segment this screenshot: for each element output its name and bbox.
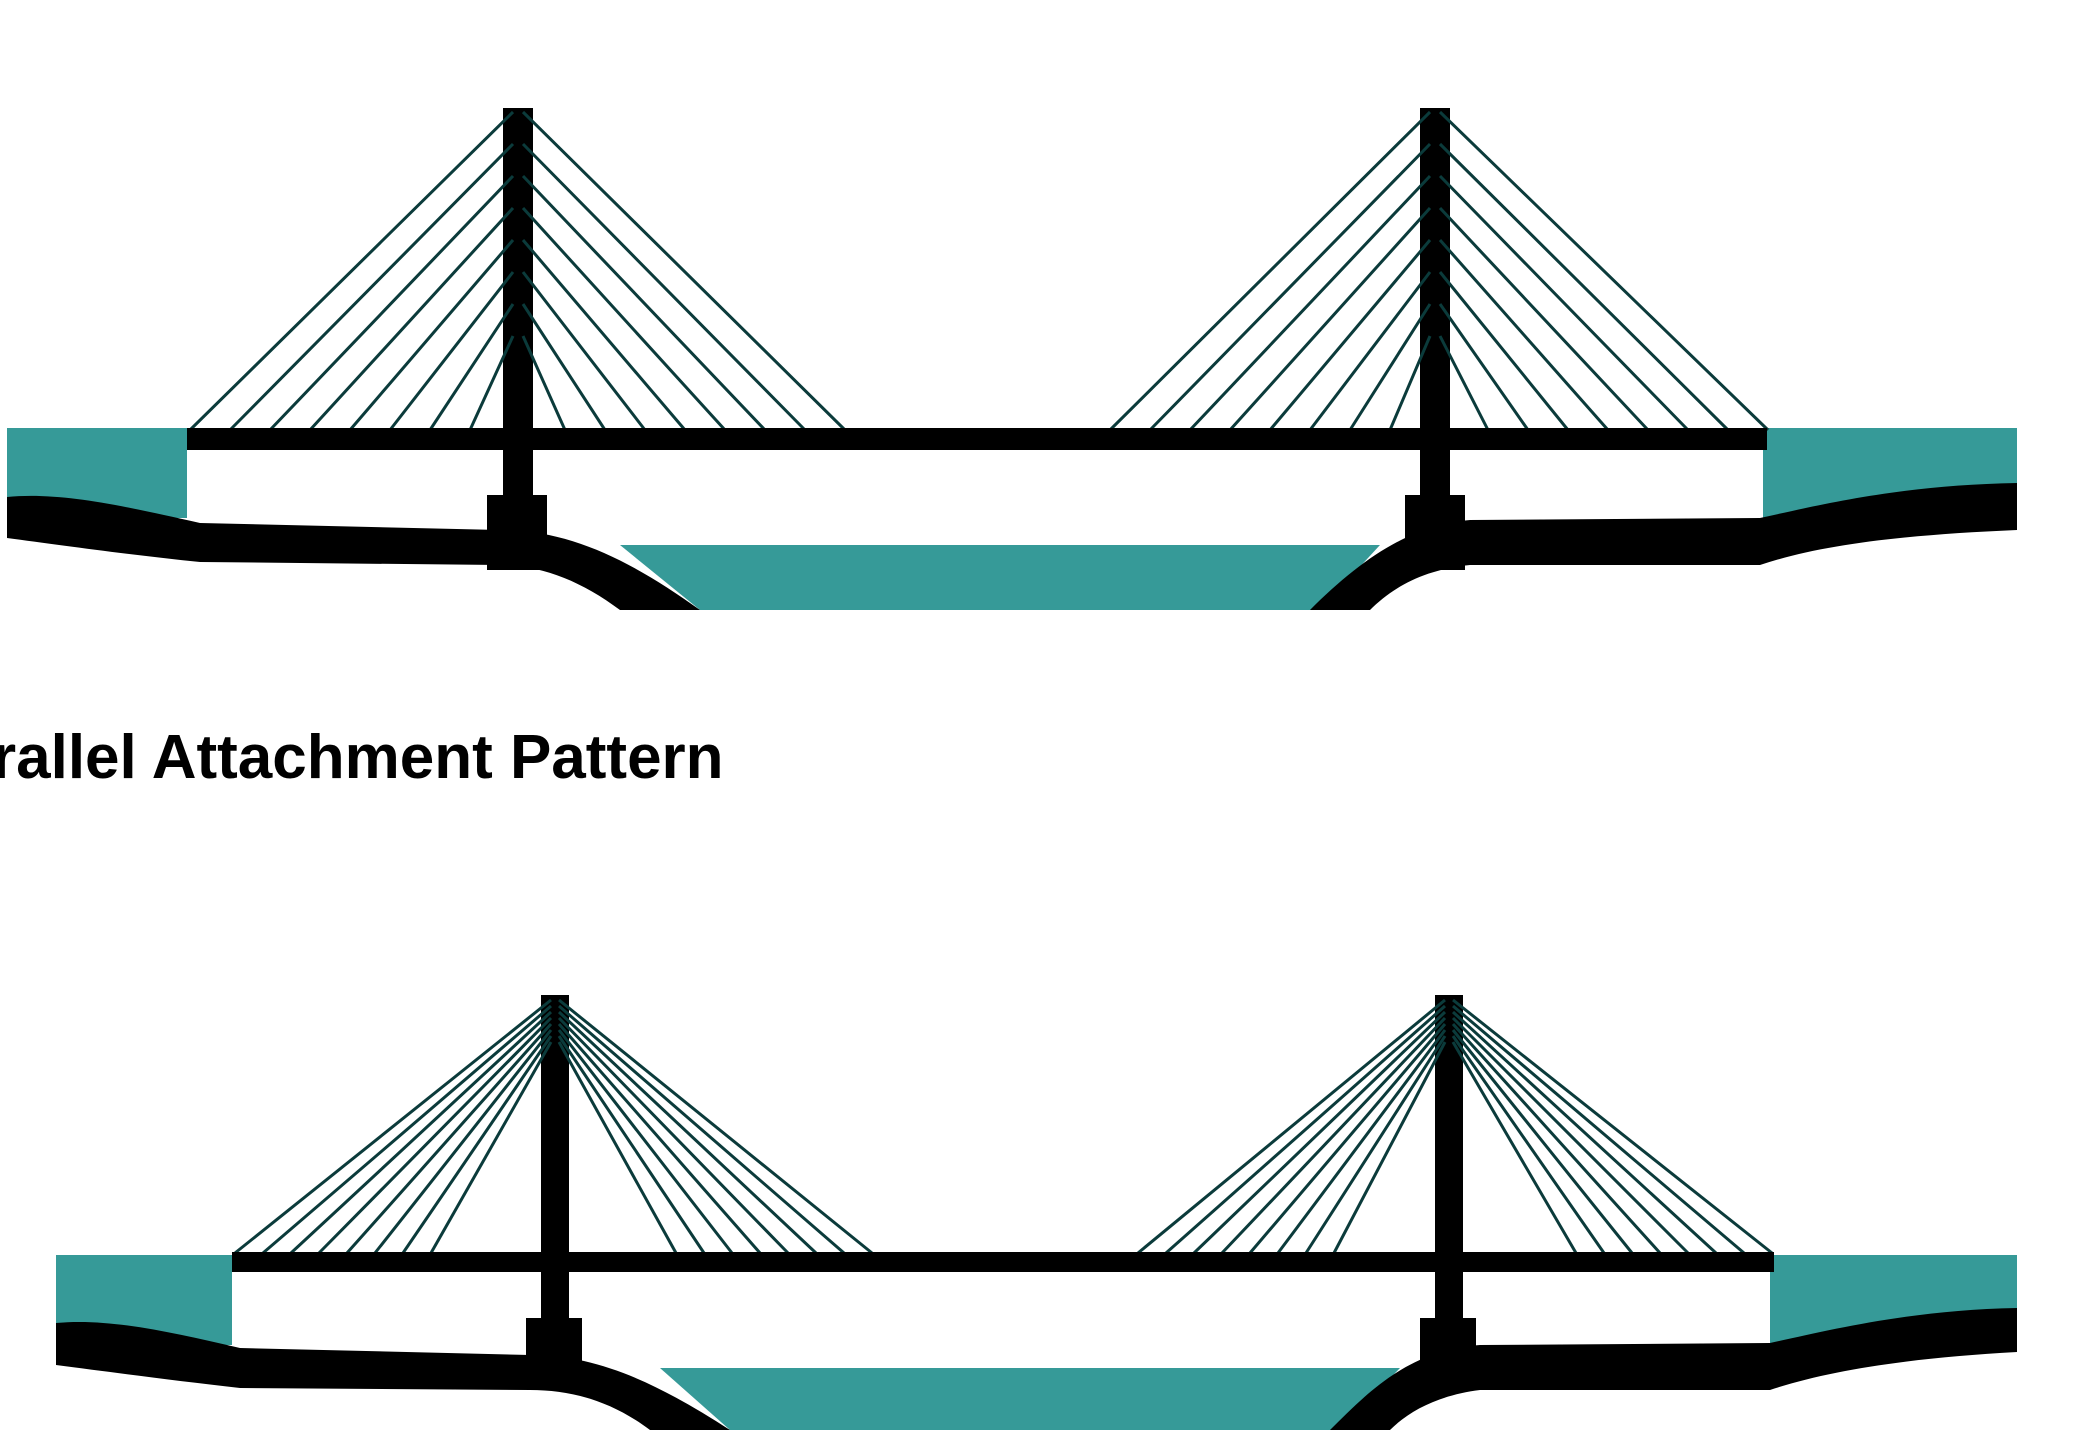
cables-top — [188, 110, 1770, 432]
water-river — [620, 545, 1380, 610]
water-left-bank — [7, 428, 187, 518]
ground-left — [7, 495, 700, 610]
cable-top-1-right-7 — [1438, 335, 1490, 431]
ground-right-bottom — [1330, 1308, 2017, 1430]
cable-bottom-1-left-5 — [1276, 1029, 1447, 1254]
cable-top-0-right-1 — [521, 142, 807, 432]
cable-top-1-right-0 — [1438, 110, 1770, 432]
cable-top-0-right-2 — [521, 174, 767, 432]
cable-bottom-0-left-3 — [317, 1016, 553, 1255]
cable-top-1-left-7 — [1388, 335, 1432, 431]
cable-bottom-0-left-7 — [429, 1041, 553, 1254]
cable-bottom-0-right-3 — [557, 1016, 790, 1255]
cable-bottom-1-right-5 — [1451, 1029, 1634, 1254]
cable-top-0-right-7 — [521, 335, 567, 431]
cable-top-1-right-2 — [1438, 174, 1690, 432]
cable-bottom-1-right-6 — [1451, 1035, 1606, 1254]
cable-bottom-0-left-4 — [345, 1023, 553, 1254]
cable-bottom-1-left-6 — [1304, 1035, 1447, 1254]
cable-bottom-0-right-5 — [557, 1029, 734, 1254]
cable-top-0-left-1 — [228, 142, 515, 432]
cable-bottom-1-right-1 — [1452, 1004, 1745, 1255]
cable-bottom-1-right-0 — [1452, 998, 1773, 1255]
cable-bottom-0-right-0 — [558, 998, 873, 1255]
water-river-bottom — [660, 1368, 1400, 1430]
tower-left — [503, 108, 533, 528]
cable-top-0-right-0 — [521, 110, 847, 432]
cable-top-0-left-4 — [348, 239, 515, 431]
cable-bottom-0-right-4 — [557, 1023, 762, 1254]
cable-bottom-0-right-6 — [557, 1035, 706, 1254]
cable-bottom-1-right-4 — [1451, 1022, 1662, 1255]
cable-top-0-right-5 — [521, 271, 647, 431]
cable-bottom-0-left-6 — [401, 1035, 553, 1254]
bridge-bottom — [56, 995, 2017, 1430]
ground-right — [1310, 483, 2017, 610]
ground-left-bottom — [56, 1321, 730, 1430]
deck-bottom — [232, 1252, 1774, 1272]
cable-top-1-left-3 — [1228, 206, 1432, 432]
cable-top-1-left-4 — [1268, 239, 1432, 431]
cable-top-0-left-6 — [428, 303, 515, 431]
cable-top-1-left-0 — [1108, 110, 1432, 432]
cable-bottom-1-left-7 — [1332, 1041, 1447, 1254]
cable-top-1-left-6 — [1348, 303, 1432, 431]
cable-bottom-1-left-0 — [1137, 998, 1446, 1255]
cable-bottom-0-left-1 — [262, 1004, 552, 1255]
cable-top-0-right-4 — [521, 239, 687, 431]
cable-bottom-1-left-4 — [1248, 1023, 1447, 1254]
caption: rallel Attachment Pattern — [0, 723, 724, 792]
bridge-top — [7, 108, 2017, 610]
water-left-bank-bottom — [56, 1255, 232, 1345]
cable-top-1-left-1 — [1148, 142, 1432, 432]
cable-bottom-1-right-7 — [1451, 1041, 1578, 1254]
tower-left-bottom — [541, 995, 569, 1355]
cable-top-1-right-4 — [1438, 239, 1610, 431]
cable-top-1-right-6 — [1438, 303, 1530, 431]
tower-right — [1420, 108, 1450, 528]
cable-top-1-left-5 — [1308, 271, 1432, 431]
deck-top — [187, 428, 1767, 450]
cable-bottom-1-right-3 — [1451, 1016, 1690, 1255]
cable-bottom-0-right-7 — [557, 1041, 678, 1254]
cable-bottom-1-left-1 — [1165, 1004, 1446, 1255]
cable-top-0-right-3 — [521, 206, 727, 432]
cable-bottom-1-right-2 — [1451, 1010, 1718, 1255]
cable-top-0-left-5 — [388, 271, 515, 431]
cables-bottom — [234, 998, 1773, 1255]
cable-bottom-0-left-5 — [373, 1029, 553, 1254]
cable-bottom-0-right-2 — [557, 1010, 818, 1255]
cable-top-1-left-2 — [1188, 174, 1432, 432]
cable-top-1-right-1 — [1438, 142, 1730, 432]
cable-bottom-0-right-1 — [558, 1004, 845, 1255]
cable-top-0-left-2 — [268, 174, 515, 432]
cable-top-0-left-7 — [468, 335, 515, 431]
cable-bottom-1-left-2 — [1192, 1010, 1447, 1255]
cable-top-1-right-3 — [1438, 206, 1650, 432]
cable-top-0-left-0 — [188, 110, 515, 432]
cable-bottom-0-left-0 — [234, 998, 552, 1255]
cable-top-0-right-6 — [521, 303, 607, 431]
cable-top-0-left-3 — [308, 206, 515, 432]
cable-bottom-0-left-2 — [289, 1010, 553, 1255]
cable-bottom-1-left-3 — [1220, 1016, 1447, 1255]
cable-top-1-right-5 — [1438, 271, 1570, 431]
